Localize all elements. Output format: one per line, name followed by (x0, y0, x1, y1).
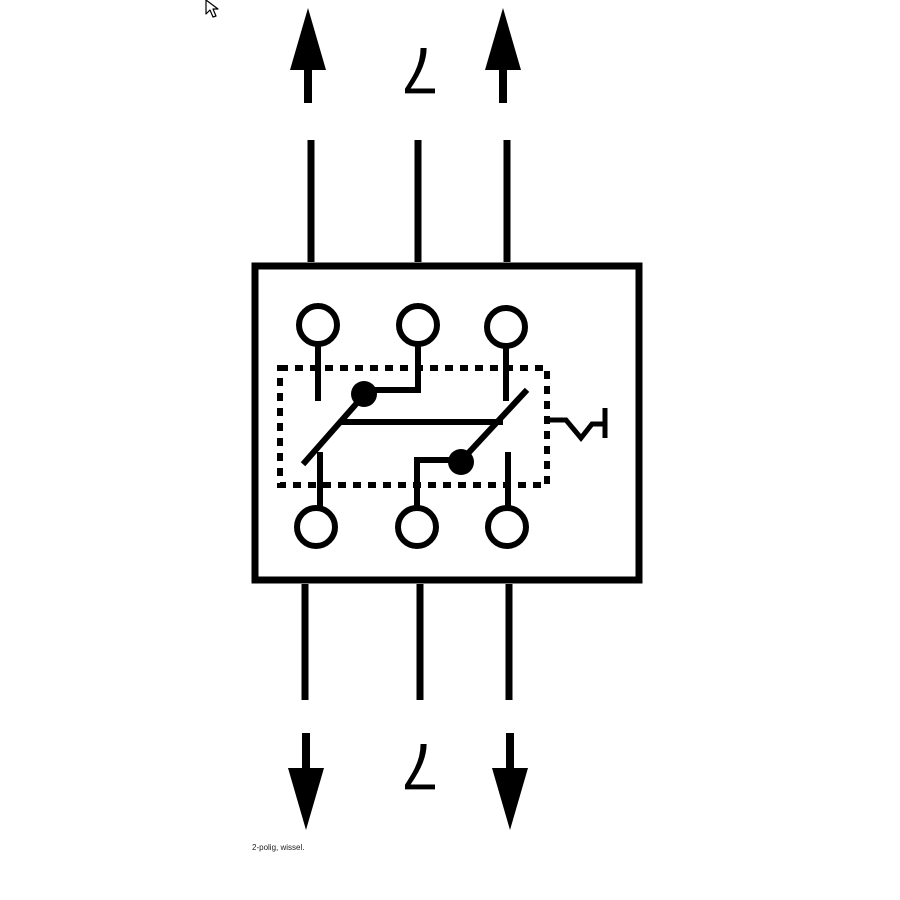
arrow-up-icon-left (290, 8, 326, 103)
arrow-up-icon-right (485, 8, 521, 103)
contact-wiring (300, 341, 530, 511)
top-label: 7 (402, 34, 439, 108)
mechanical-link-boundary (277, 365, 550, 488)
diagram-caption: 2-polig, wissel. (252, 843, 305, 852)
arrow-down-icon-left (288, 733, 324, 830)
switch-housing (251, 262, 643, 584)
terminal-circle-icon-bottom-row (294, 505, 529, 549)
bottom-wires (301, 584, 513, 700)
actuator-symbol-icon (550, 408, 608, 442)
arrow-down-icon-right (492, 733, 528, 830)
pivot-dots (351, 381, 474, 475)
bottom-label: 7 (402, 730, 439, 804)
terminal-circle-icon-top-row (296, 303, 528, 349)
mouse-pointer-icon (205, 0, 219, 18)
top-wires (307, 140, 511, 262)
